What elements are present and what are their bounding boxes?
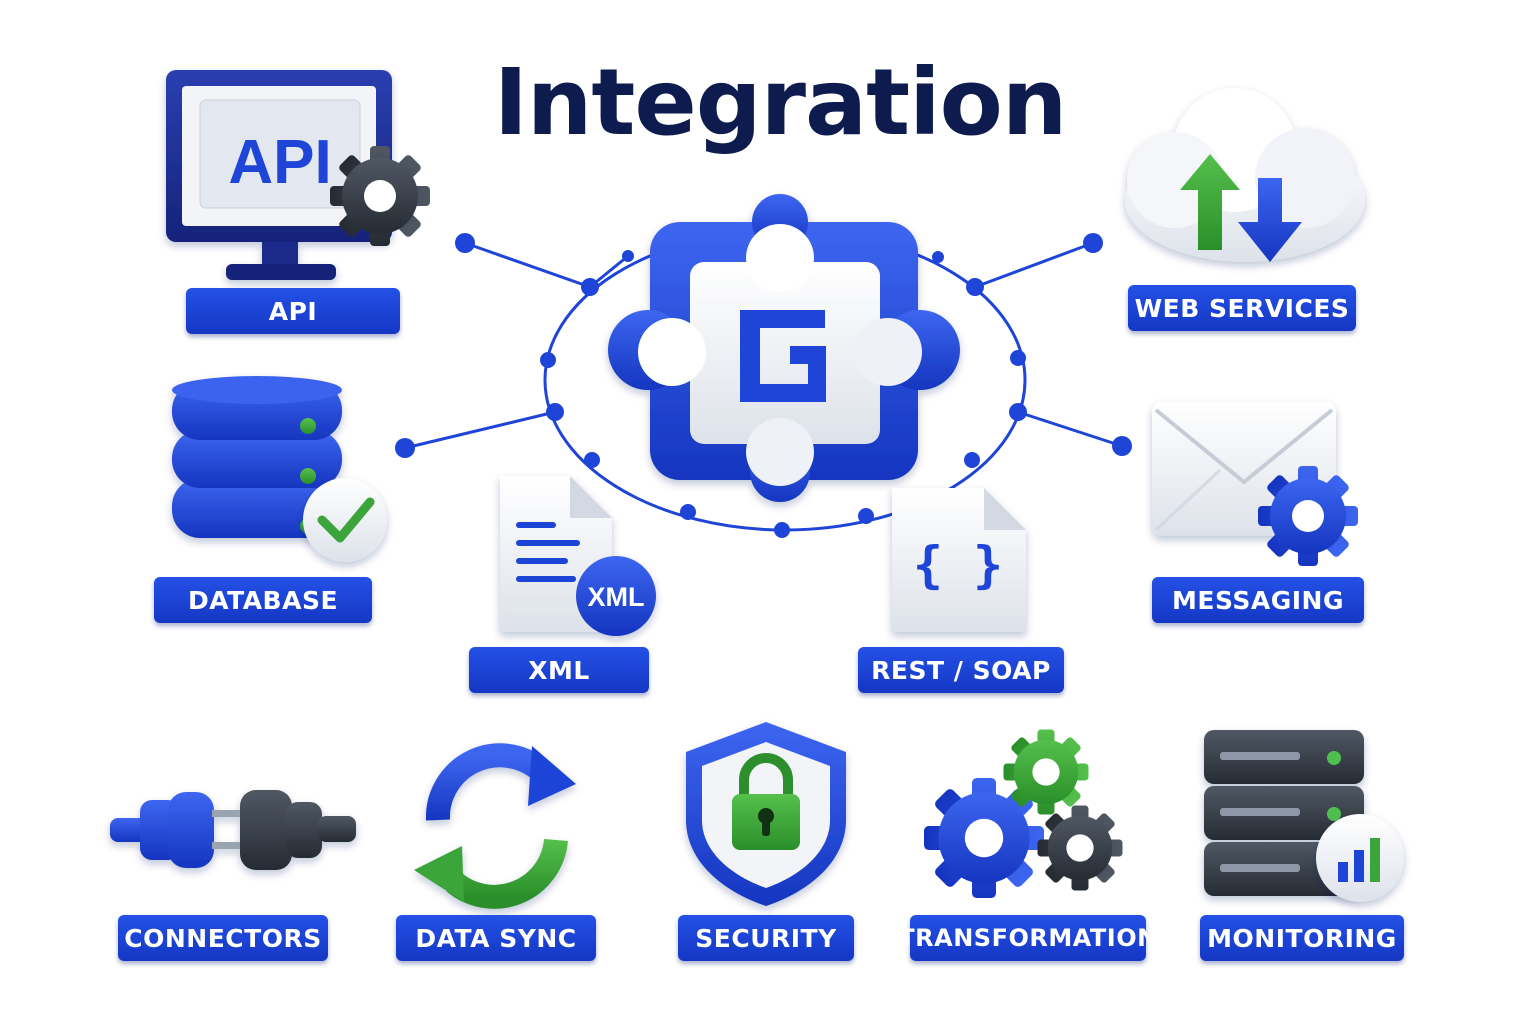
- label-connectors: CONNECTORS: [118, 915, 328, 961]
- upload-arrow-icon: [1180, 154, 1240, 250]
- xml-badge-text: XML: [588, 582, 645, 612]
- label-rest-soap: REST / SOAP: [858, 647, 1064, 693]
- chart-badge-icon: [1316, 814, 1404, 902]
- network-nodes: [395, 203, 1132, 538]
- label-xml: XML: [469, 647, 649, 693]
- label-api: API: [186, 288, 400, 334]
- gear-icon: [1258, 466, 1358, 566]
- sync-arrows-icon: [414, 743, 576, 909]
- label-transformation: TRANSFORMATION: [898, 915, 1157, 961]
- gear-icon: [1003, 729, 1089, 815]
- rest-document-icon: [892, 488, 1026, 632]
- code-braces-icon: { }: [913, 536, 1003, 594]
- lock-icon: [732, 753, 800, 850]
- gear-icon: [923, 778, 1045, 898]
- label-database: DATABASE: [154, 577, 372, 623]
- database-icon: [172, 376, 342, 538]
- label-data-sync: DATA SYNC: [396, 915, 596, 961]
- label-web-services: WEB SERVICES: [1128, 285, 1356, 331]
- label-monitoring: MONITORING: [1200, 915, 1404, 961]
- checkmark-icon: [303, 478, 387, 562]
- center-g-glyph: [740, 310, 826, 402]
- cloud-icon: [1125, 88, 1365, 262]
- label-messaging: MESSAGING: [1152, 577, 1364, 623]
- api-screen-text: API: [228, 128, 331, 197]
- center-puzzle-icon: [608, 194, 960, 502]
- gear-icon: [1037, 805, 1123, 891]
- page-title: Integration: [493, 49, 1068, 156]
- plug-connector-icon: [110, 790, 356, 870]
- download-arrow-icon: [1238, 178, 1302, 262]
- gear-icon: [330, 146, 430, 246]
- xml-document-icon: [500, 476, 656, 636]
- label-security: SECURITY: [678, 915, 854, 961]
